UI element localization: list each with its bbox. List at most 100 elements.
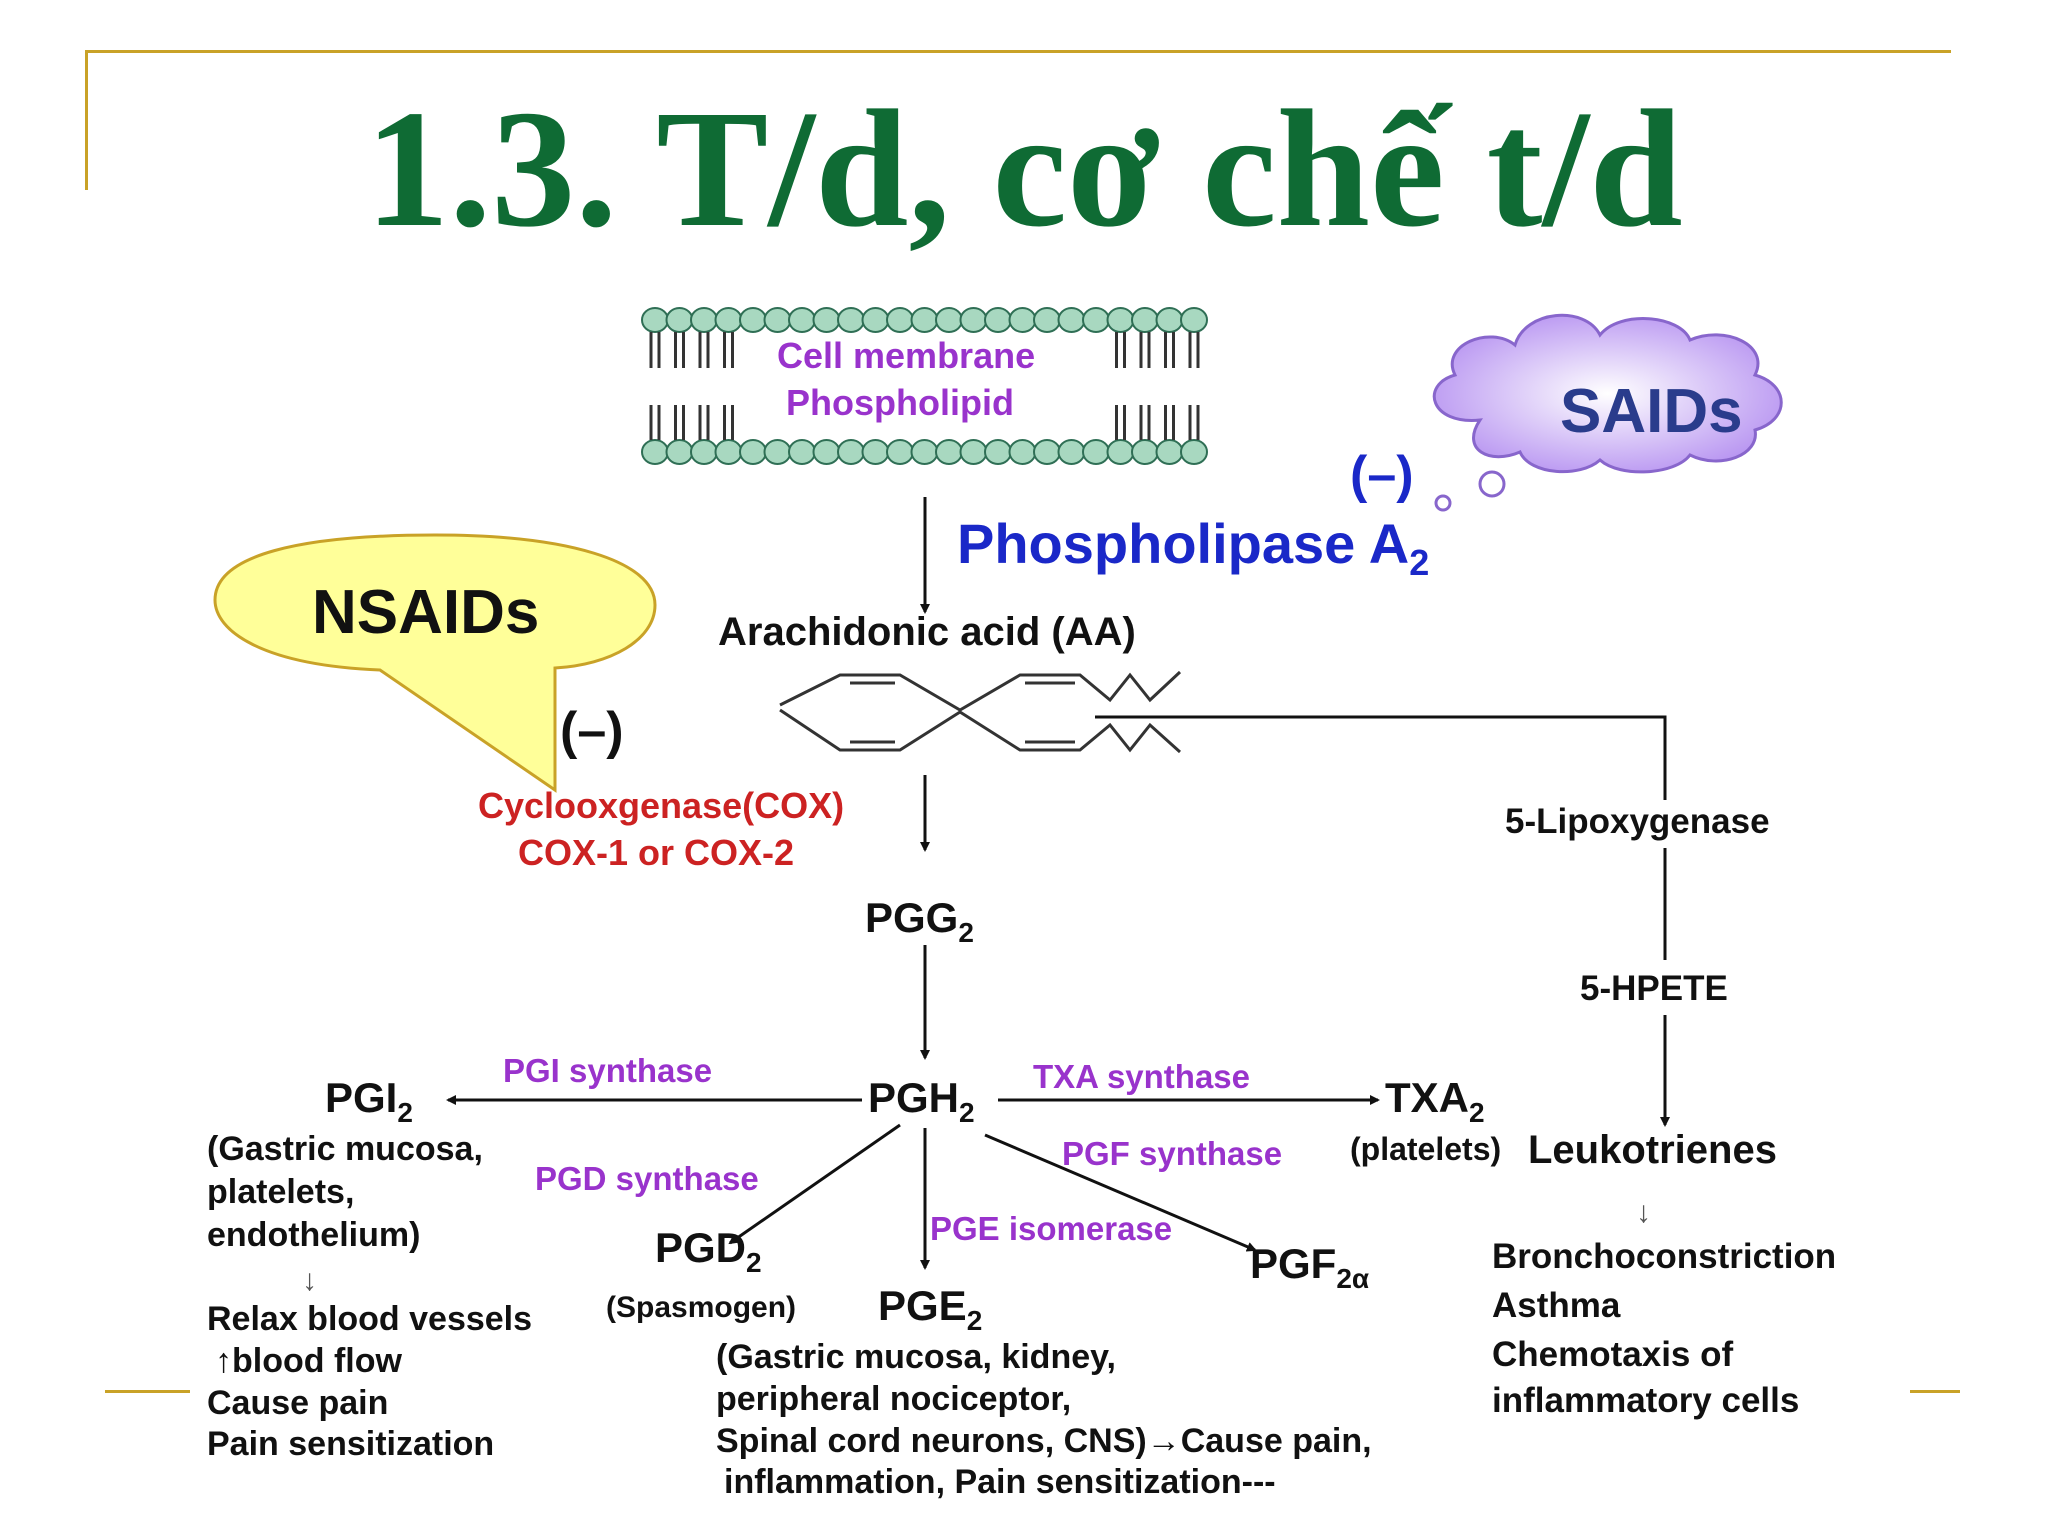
membrane-head xyxy=(665,307,694,333)
membrane-head xyxy=(1057,307,1086,333)
frame-top-line xyxy=(85,50,1951,53)
arrow-pgh-to-pgf xyxy=(984,1133,1257,1252)
saids-inhibit-sign: (–) xyxy=(1350,446,1414,504)
cox-label-line1: Cyclooxgenase(COX) xyxy=(478,785,844,826)
txa2-label: TXA2 xyxy=(1385,1074,1485,1128)
membrane-head xyxy=(641,439,669,465)
membrane-head xyxy=(1033,439,1061,465)
arachidonic-acid-label: Arachidonic acid (AA) xyxy=(718,610,1136,654)
membrane-head xyxy=(739,439,767,465)
page-title: 1.3. T/d, cơ chế t/d xyxy=(365,76,1683,262)
membrane-head xyxy=(959,439,988,465)
leukotrienes-effect-line2: Asthma xyxy=(1492,1286,1621,1325)
pgi-synthase-label: PGI synthase xyxy=(503,1052,712,1089)
membrane-head xyxy=(1106,307,1135,333)
membrane-head xyxy=(1033,307,1061,333)
arachidonic-acid-structure xyxy=(779,670,1182,754)
pgi-effect-line1: Relax blood vessels xyxy=(207,1300,532,1338)
pge-site-line2: peripheral nociceptor, xyxy=(716,1380,1071,1418)
pge-site-line4: inflammation, Pain sensitization--- xyxy=(724,1463,1276,1501)
lipoxygenase-path-line xyxy=(1095,715,1667,800)
membrane-head xyxy=(886,439,914,465)
pgg2-label: PGG2 xyxy=(865,894,974,948)
pgd2-label: PGD2 xyxy=(655,1224,762,1278)
membrane-head xyxy=(861,439,890,465)
membrane-head xyxy=(641,307,669,333)
membrane-head xyxy=(690,307,718,333)
membrane-top-heads xyxy=(641,307,1208,333)
membrane-head xyxy=(714,307,743,333)
membrane-head xyxy=(763,439,792,465)
frame-bottom-right-line xyxy=(1910,1390,1960,1393)
membrane-head xyxy=(739,307,767,333)
membrane-head xyxy=(690,439,718,465)
frame-left-line xyxy=(85,50,88,190)
txa-synthase-label: TXA synthase xyxy=(1033,1058,1250,1095)
membrane-head xyxy=(1008,439,1037,465)
pgi2-label: PGI2 xyxy=(325,1074,413,1128)
pgi-effect-line4: Pain sensitization xyxy=(207,1425,494,1463)
saids-cloud xyxy=(1432,313,1783,512)
leukotrienes-effect-line1: Bronchoconstriction xyxy=(1492,1237,1836,1276)
membrane-head xyxy=(665,439,694,465)
membrane-head xyxy=(1057,439,1086,465)
membrane-head xyxy=(1180,307,1208,333)
txa-site-label: (platelets) xyxy=(1350,1131,1501,1167)
pgi-site-line2: platelets, xyxy=(207,1173,354,1211)
cell-membrane-graphic xyxy=(641,307,1208,465)
membrane-head xyxy=(935,439,963,465)
membrane-head xyxy=(812,439,841,465)
membrane-label-line1: Cell membrane xyxy=(777,335,1035,376)
membrane-head xyxy=(837,307,865,333)
cox-label-line2: COX-1 or COX-2 xyxy=(518,832,794,873)
pge-site-line3: Spinal cord neurons, CNS)→Cause pain, xyxy=(716,1422,1372,1460)
pge-site-line1: (Gastric mucosa, kidney, xyxy=(716,1338,1116,1376)
membrane-head xyxy=(1131,307,1159,333)
pgi-effect-arrow: ↓ xyxy=(302,1264,317,1297)
membrane-head xyxy=(837,439,865,465)
pgi-site-line1: (Gastric mucosa, xyxy=(207,1130,483,1168)
pgi-effect-line2: ↑blood flow xyxy=(215,1342,403,1380)
frame-bottom-left-line xyxy=(105,1390,190,1393)
leukotrienes-label: Leukotrienes xyxy=(1528,1128,1777,1172)
leukotrienes-effect-line4: inflammatory cells xyxy=(1492,1381,1799,1420)
arrow-pgh-to-pgd xyxy=(728,1123,901,1245)
membrane-head xyxy=(788,439,816,465)
hpete-label: 5-HPETE xyxy=(1580,969,1728,1008)
nsaids-inhibit-sign: (–) xyxy=(560,702,624,760)
membrane-head xyxy=(910,307,939,333)
pge2-label: PGE2 xyxy=(878,1282,982,1336)
membrane-tails xyxy=(649,332,1200,440)
membrane-head xyxy=(1155,307,1184,333)
leukotrienes-effect-arrow: ↓ xyxy=(1636,1196,1651,1229)
lipoxygenase-label: 5-Lipoxygenase xyxy=(1505,802,1770,841)
membrane-head xyxy=(886,307,914,333)
nsaids-label: NSAIDs xyxy=(312,578,539,647)
membrane-label-line2: Phospholipid xyxy=(786,382,1014,423)
leukotrienes-effect-line3: Chemotaxis of xyxy=(1492,1335,1733,1374)
membrane-head xyxy=(984,439,1012,465)
membrane-head xyxy=(1082,439,1110,465)
membrane-head xyxy=(763,307,792,333)
membrane-head xyxy=(1155,439,1184,465)
pgd-note-label: (Spasmogen) xyxy=(606,1291,796,1324)
pgd-synthase-label: PGD synthase xyxy=(535,1160,759,1197)
pgf-synthase-label: PGF synthase xyxy=(1062,1135,1282,1172)
membrane-head xyxy=(1082,307,1110,333)
membrane-head xyxy=(984,307,1012,333)
pge-isomerase-label: PGE isomerase xyxy=(930,1210,1172,1247)
saids-label: SAIDs xyxy=(1560,377,1743,446)
pgi-site-line3: endothelium) xyxy=(207,1216,420,1254)
membrane-head xyxy=(788,307,816,333)
pgh2-label: PGH2 xyxy=(868,1074,975,1128)
pgi-effect-line3: Cause pain xyxy=(207,1384,388,1422)
membrane-bottom-heads xyxy=(641,439,1208,465)
membrane-head xyxy=(1008,307,1037,333)
membrane-head xyxy=(910,439,939,465)
membrane-head xyxy=(861,307,890,333)
nsaids-bubble xyxy=(213,533,657,793)
membrane-head xyxy=(1131,439,1159,465)
membrane-head xyxy=(935,307,963,333)
membrane-head xyxy=(1106,439,1135,465)
